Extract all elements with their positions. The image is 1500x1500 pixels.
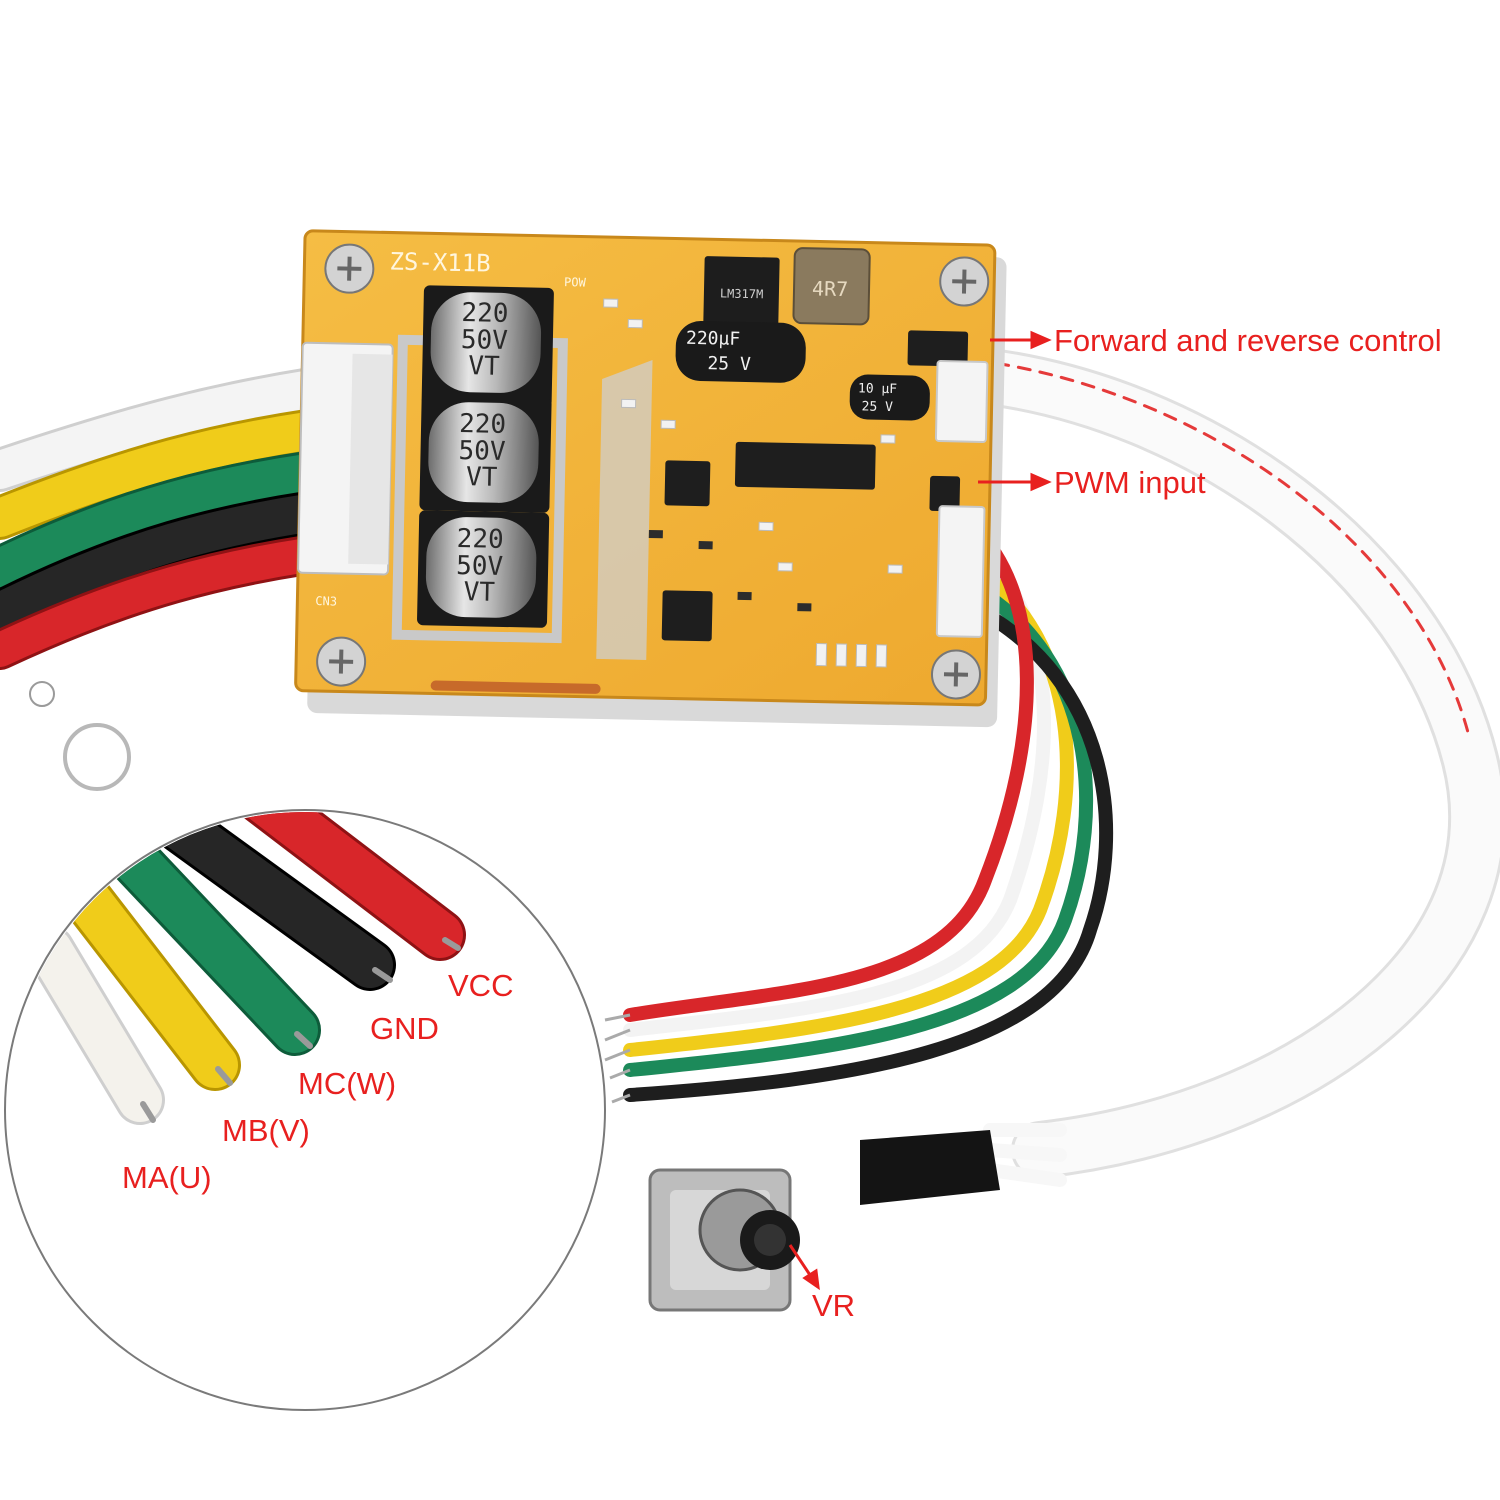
cap3-series: VT — [463, 577, 495, 608]
regulator-label: LM317M — [720, 286, 764, 301]
potentiometer-cable — [946, 346, 1500, 1187]
decorative-ring-large — [63, 723, 131, 791]
decorative-ring-small — [29, 681, 55, 707]
cap-small-voltage: 25 V — [861, 399, 893, 415]
callout-arrows — [788, 330, 1052, 1291]
wire-label-gnd: GND — [370, 1011, 439, 1046]
hall-sensor-wires — [623, 521, 1114, 1102]
wire-label-mb-v: MB(V) — [222, 1113, 310, 1148]
wire-label-mc-w: MC(W) — [298, 1066, 397, 1101]
cap3-voltage: 50V — [456, 551, 504, 582]
wire-tips — [604, 1013, 631, 1104]
cap-medium-voltage: 25 V — [707, 353, 751, 375]
wire-label-vcc: VCC — [448, 968, 514, 1003]
cap1-voltage: 50V — [461, 325, 509, 356]
cap1-value: 220 — [461, 298, 509, 329]
cap-small-value: 10 µF — [858, 381, 898, 397]
pow-label: POW — [564, 275, 587, 289]
callout-vr: VR — [812, 1288, 856, 1323]
cap2-value: 220 — [459, 409, 507, 440]
cap2-series: VT — [466, 462, 498, 493]
wire-label-ma-u: MA(U) — [122, 1160, 212, 1195]
cn3-label: CN3 — [315, 594, 337, 608]
potentiometer-vr — [648, 1130, 1000, 1312]
inductor-label: 4R7 — [812, 276, 849, 301]
wire-zoom-inset — [4, 809, 606, 1411]
callout-forward-reverse: Forward and reverse control — [1054, 323, 1442, 358]
callout-pwm-input: PWM input — [1054, 465, 1206, 500]
board-model: ZS-X11B — [389, 248, 491, 278]
cap3-value: 220 — [456, 524, 504, 555]
cap1-series: VT — [468, 351, 500, 382]
pcb-board: 220 50V VT 220 50V VT 220 50V VT ZS-X11B… — [294, 229, 997, 707]
cap-medium-value: 220µF — [686, 328, 741, 350]
cap2-voltage: 50V — [458, 436, 506, 467]
